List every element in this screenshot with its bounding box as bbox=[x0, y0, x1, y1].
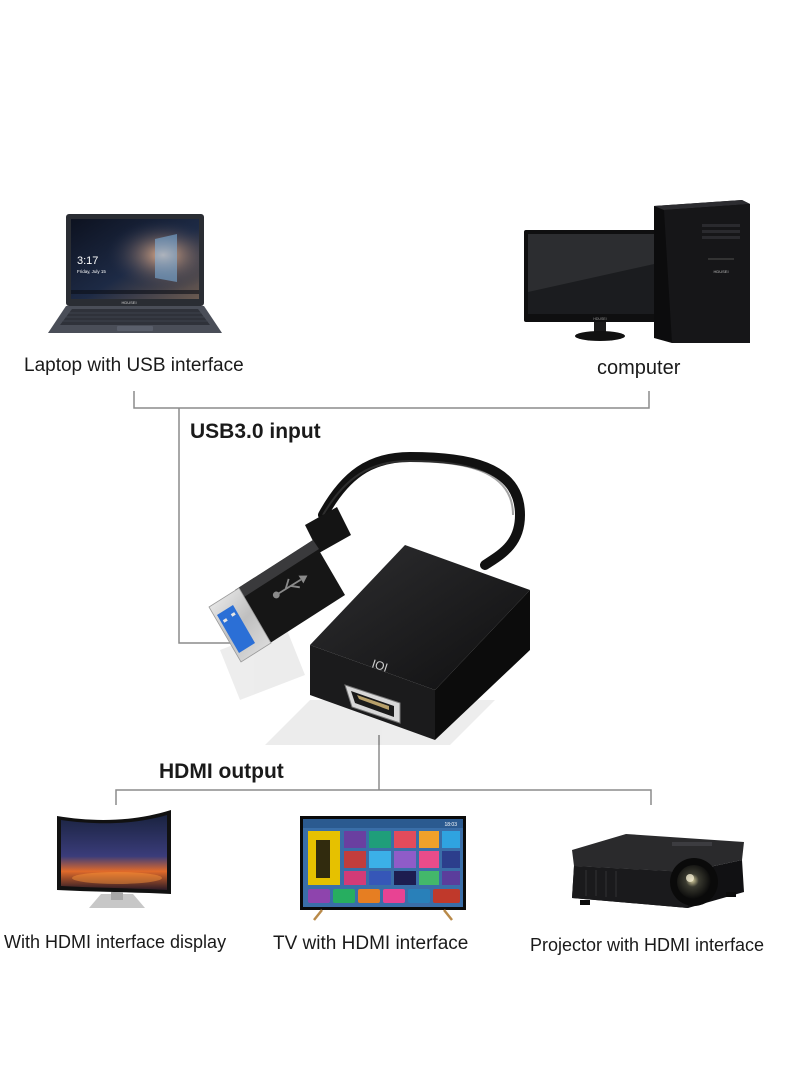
output-bracket-line bbox=[115, 789, 652, 805]
tower-brand: HDUSEI bbox=[713, 269, 728, 274]
hdmi-output-heading: HDMI output bbox=[159, 760, 284, 783]
laptop-screen-time: 3:17 bbox=[77, 255, 98, 267]
adapter-cable bbox=[318, 451, 526, 570]
usb-hdmi-adapter: IOI bbox=[208, 451, 530, 745]
hdmi-port-mark: IOI bbox=[370, 657, 390, 675]
laptop-label: Laptop with USB interface bbox=[24, 355, 244, 376]
desktop-computer-illustration: HDUSEI HDUSEI bbox=[524, 200, 750, 343]
usb-plug-body bbox=[235, 540, 345, 645]
computer-label: computer bbox=[597, 357, 681, 379]
projector-illustration bbox=[572, 834, 744, 908]
laptop-screen-date: Friday, July 15 bbox=[77, 269, 106, 274]
tv-clock: 18:03 bbox=[444, 822, 457, 828]
display-label: With HDMI interface display bbox=[4, 932, 227, 952]
adapter-box-side bbox=[435, 590, 530, 740]
laptop-brand: HDUSEI bbox=[121, 300, 136, 305]
usb-input-line bbox=[178, 408, 232, 644]
usb3-blue-insert bbox=[217, 605, 255, 653]
adapter-box-top bbox=[310, 545, 530, 690]
projector-label: Projector with HDMI interface bbox=[530, 935, 765, 955]
laptop-illustration: 3:17 Friday, July 15 HDUSEI bbox=[48, 214, 222, 333]
curved-display-illustration bbox=[57, 810, 171, 908]
tv-label: TV with HDMI interface bbox=[273, 933, 469, 954]
adapter-box-front bbox=[310, 645, 435, 740]
usb-input-heading: USB3.0 input bbox=[190, 420, 321, 443]
tv-illustration: 18:03 bbox=[300, 816, 466, 921]
monitor-brand: HDUSEI bbox=[593, 317, 606, 321]
source-bracket-line bbox=[133, 391, 650, 409]
usb-trident-icon bbox=[272, 575, 308, 599]
